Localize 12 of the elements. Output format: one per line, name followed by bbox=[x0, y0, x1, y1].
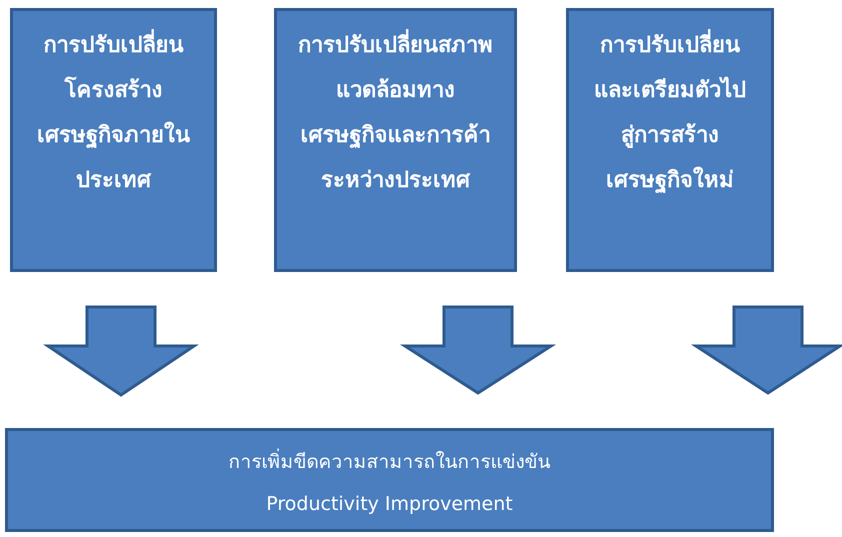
block-arrow bbox=[400, 306, 556, 395]
box-text: การปรับเปลี่ยนสภาพแวดล้อมทางเศรษฐกิจและการค้าระหว่างประเทศ bbox=[297, 23, 494, 203]
block-arrow bbox=[690, 306, 842, 395]
process-box bbox=[10, 8, 217, 272]
box-text: การปรับเปลี่ยนโครงสร้างเศรษฐกิจภายในประเทศ bbox=[35, 23, 192, 203]
process-box bbox=[5, 428, 774, 532]
box-text: การเพิ่มขีดความสามารถในการแข่งขัน bbox=[228, 445, 550, 479]
process-box bbox=[274, 8, 517, 272]
box-text: Productivity Improvement bbox=[266, 492, 513, 517]
box-text: การปรับเปลี่ยนและเตรียมตัวไปสู่การสร้างเศรษฐกิจใหม่ bbox=[591, 23, 749, 203]
process-box bbox=[566, 8, 774, 272]
block-arrow bbox=[43, 306, 199, 397]
